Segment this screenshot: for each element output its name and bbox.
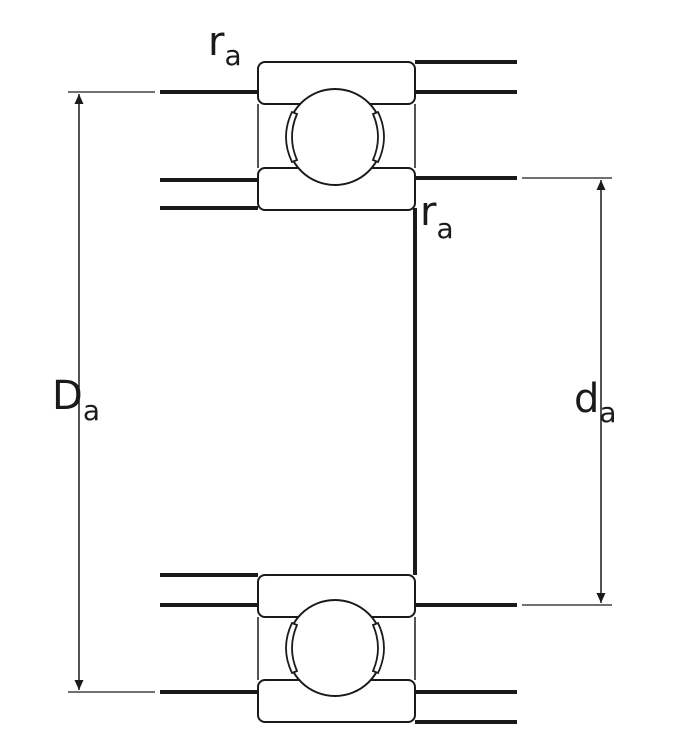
dimension-Da xyxy=(68,91,155,693)
top-cage-left xyxy=(285,110,299,164)
dimension-da xyxy=(522,177,612,606)
bottom-ball xyxy=(286,599,384,697)
label-Da: Da xyxy=(52,373,100,427)
label-ra-top: ra xyxy=(208,19,242,72)
label-ra-corner: ra xyxy=(420,189,454,245)
bottom-cage-right xyxy=(371,621,385,675)
label-da: da xyxy=(574,376,617,429)
top-ball xyxy=(286,88,384,186)
top-cage-right xyxy=(371,110,385,164)
top-bearing-section xyxy=(160,60,517,211)
bottom-cage-left xyxy=(285,621,299,675)
bottom-bearing-section xyxy=(160,573,517,724)
